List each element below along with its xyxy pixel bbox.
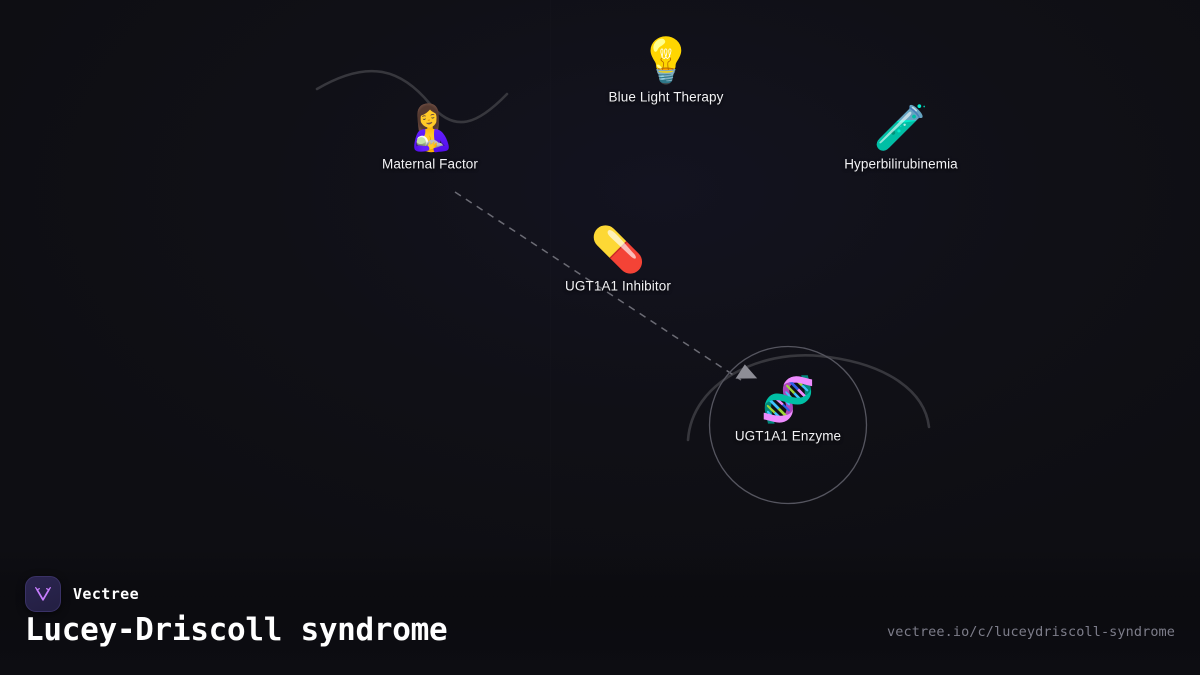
- page-url: vectree.io/c/luceydriscoll-syndrome: [887, 624, 1175, 640]
- graph-node-label: Maternal Factor: [381, 156, 479, 172]
- vectree-v-logo-icon: [25, 576, 61, 612]
- graph-node-hyperbilirubinemia[interactable]: 🧪 Hyperbilirubinemia: [801, 103, 1001, 172]
- graph-node-label: UGT1A1 Enzyme: [734, 428, 842, 444]
- light-bulb-emoji-icon: 💡: [638, 35, 694, 87]
- edge-arrowhead-icon: [735, 364, 758, 379]
- graph-node-label: Blue Light Therapy: [608, 89, 724, 105]
- graph-node-ugt1a1-enzyme[interactable]: 🧬 UGT1A1 Enzyme: [688, 375, 888, 444]
- graph-node-maternal-factor[interactable]: 🤱 Maternal Factor: [330, 103, 530, 172]
- dna-emoji-icon: 🧬: [760, 374, 816, 426]
- edge-curve-enzyme-right: [686, 353, 931, 442]
- edge-curve-top-left: [315, 69, 509, 124]
- brand[interactable]: Vectree: [25, 576, 139, 612]
- test-tube-emoji-icon: 🧪: [873, 102, 929, 154]
- breastfeeding-emoji-icon: 🤱: [402, 102, 458, 154]
- node-selection-ring: [708, 345, 868, 505]
- brand-name: Vectree: [73, 585, 140, 603]
- graph-node-blue-light-therapy[interactable]: 💡 Blue Light Therapy: [566, 36, 766, 105]
- graph-node-label: UGT1A1 Inhibitor: [565, 278, 671, 294]
- edge-maternal-to-enzyme: [454, 191, 742, 381]
- graph-node-ugt1a1-inhibitor[interactable]: 💊 UGT1A1 Inhibitor: [518, 225, 718, 294]
- pill-emoji-icon: 💊: [590, 224, 646, 276]
- page-title: Lucey-Driscoll syndrome: [25, 612, 448, 648]
- graph-node-label: Hyperbilirubinemia: [844, 156, 958, 172]
